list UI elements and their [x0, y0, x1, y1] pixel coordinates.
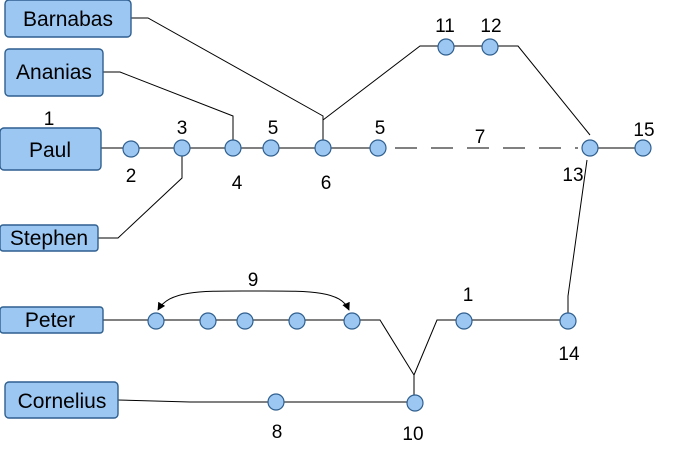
cornelius-box	[4, 381, 119, 419]
node-11	[437, 38, 455, 56]
label-5b: 5	[375, 118, 386, 139]
branch-11-12-line	[322, 45, 591, 136]
node-13	[581, 139, 599, 157]
nodes	[122, 38, 652, 412]
label-10: 10	[402, 424, 423, 445]
node-5b	[369, 139, 387, 157]
node-8	[267, 393, 285, 411]
barnabas-label: Barnabas	[23, 8, 113, 31]
node-peter-c	[236, 312, 254, 330]
paul-box	[0, 127, 102, 171]
person-cornelius: Cornelius	[4, 381, 119, 419]
person-ananias: Ananias	[4, 48, 104, 97]
label-11: 11	[435, 16, 455, 37]
label-2: 2	[126, 166, 137, 187]
cornelius-line	[117, 399, 414, 403]
label-1-peter: 1	[463, 285, 474, 306]
label-4: 4	[232, 173, 243, 194]
stephen-line	[98, 148, 183, 239]
node-5a	[262, 139, 280, 157]
node-6	[314, 139, 332, 157]
stephen-label: Stephen	[10, 227, 88, 250]
node-peter-a	[147, 312, 165, 330]
node-peter-e	[343, 312, 361, 330]
ananias-box	[4, 48, 104, 97]
person-barnabas: Barnabas	[4, 0, 132, 38]
stephen-box	[0, 224, 99, 252]
person-paul: Paul	[0, 127, 102, 171]
barnabas-line	[131, 17, 324, 148]
node-2	[122, 140, 140, 158]
line-10-14	[413, 319, 568, 376]
person-stephen: Stephen	[0, 224, 99, 252]
node-15	[634, 139, 652, 157]
node-peter-b	[199, 312, 217, 330]
node-4	[224, 139, 242, 157]
label-14: 14	[558, 344, 580, 365]
barnabas-box	[4, 0, 132, 38]
label-8: 8	[272, 422, 283, 443]
arrow-9	[157, 290, 350, 311]
ananias-line	[103, 71, 234, 148]
person-peter: Peter	[0, 306, 104, 334]
label-15: 15	[633, 120, 654, 141]
connections	[98, 17, 643, 403]
peter-line	[103, 319, 415, 376]
node-10	[406, 394, 424, 412]
cornelius-label: Cornelius	[18, 390, 107, 413]
node-14	[559, 312, 577, 330]
node-peter-d	[288, 312, 306, 330]
label-6: 6	[321, 173, 332, 194]
peter-box	[0, 306, 104, 334]
label-1-paul: 1	[44, 109, 55, 130]
node-12	[481, 38, 499, 56]
node-3	[173, 139, 191, 157]
label-7: 7	[475, 127, 486, 148]
node-1b	[455, 312, 473, 330]
label-13: 13	[562, 165, 583, 186]
number-labels: 1 2 3 4 5 6 5 7 11 12 13 15 9 1 14 8 10	[44, 16, 655, 445]
paul-label: Paul	[29, 139, 71, 162]
ananias-label: Ananias	[16, 61, 92, 84]
label-5a: 5	[268, 118, 279, 139]
label-12: 12	[480, 16, 501, 37]
peter-label: Peter	[25, 309, 75, 332]
label-3: 3	[177, 118, 188, 139]
label-9: 9	[248, 270, 259, 291]
